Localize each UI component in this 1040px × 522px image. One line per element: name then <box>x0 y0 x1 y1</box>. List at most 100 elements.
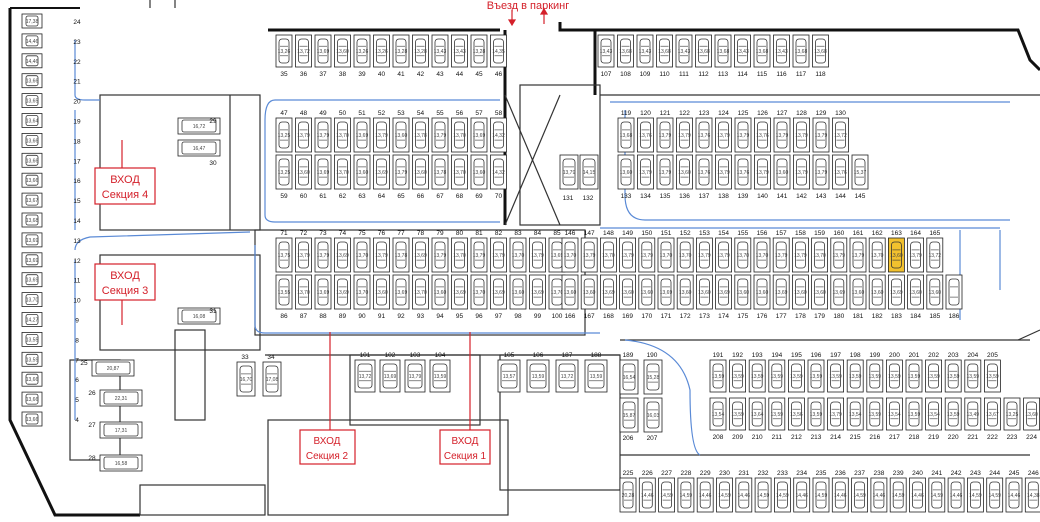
parking-spot-186[interactable]: 186 <box>945 274 963 320</box>
